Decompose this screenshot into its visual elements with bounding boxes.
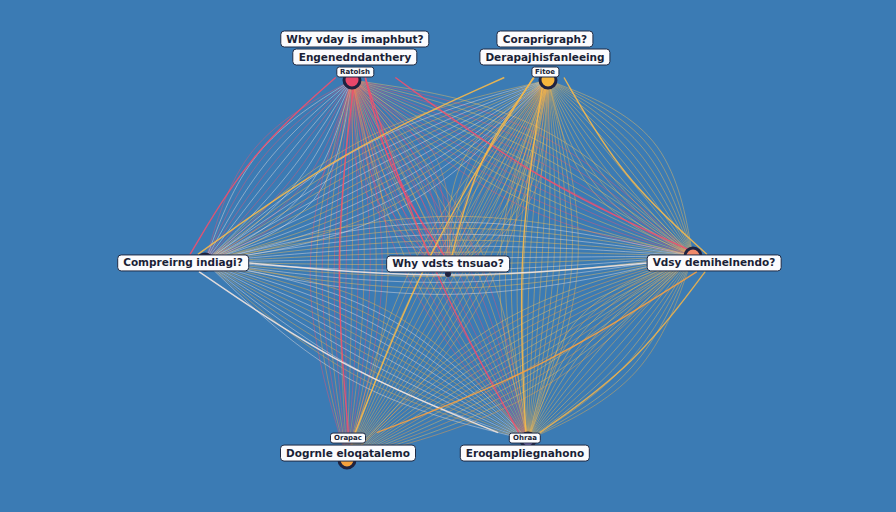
bundle-stroke <box>347 80 358 460</box>
node-label: Ohraa <box>509 433 541 444</box>
bundle-stroke <box>352 80 693 256</box>
bundle-stroke <box>352 80 693 256</box>
network-node: Coraprigraph?DerapajhisfanleeingFitoe <box>479 31 610 78</box>
bundle-stroke <box>352 80 693 256</box>
bundle-stroke <box>528 256 693 440</box>
bundle-stroke <box>347 256 693 460</box>
bundle-stroke <box>528 256 693 440</box>
node-label: Why vdsts tnsuao? <box>386 255 510 272</box>
bundle-stroke <box>528 256 693 440</box>
bundle-stroke <box>352 80 693 256</box>
edge-layer <box>190 78 707 433</box>
bundle-stroke <box>528 256 693 440</box>
bundle-stroke <box>347 256 693 460</box>
network-link <box>365 78 519 433</box>
bundle-stroke <box>528 256 693 440</box>
bundle-stroke <box>528 256 693 440</box>
bundle-stroke <box>528 80 561 440</box>
network-link <box>395 78 699 255</box>
network-node: Why vdsts tnsuao? <box>386 255 510 272</box>
bundle-stroke <box>528 256 693 440</box>
bundle-stroke <box>528 256 693 440</box>
bundle-stroke <box>505 80 548 440</box>
node-label: Coraprigraph? <box>497 31 593 48</box>
bundle-stroke <box>347 256 693 460</box>
bundle-stroke <box>347 256 693 460</box>
bundle-stroke <box>352 80 693 256</box>
node-label: Dogrnle eloqatalemo <box>280 444 416 461</box>
network-link <box>199 272 498 433</box>
bundle-stroke <box>347 256 693 460</box>
bundle-stroke <box>352 80 693 256</box>
node-label: Ratolsh <box>336 67 374 78</box>
node-label: Compreirng indiagi? <box>117 254 249 271</box>
network-node: OhraaEroqampliegnahono <box>460 433 590 462</box>
bundle-stroke <box>352 80 693 256</box>
network-link <box>339 78 354 433</box>
network-node: Why vday is imaphbut?EngenedndantheryRat… <box>280 31 429 78</box>
network-link <box>198 78 504 255</box>
bundle-stroke <box>347 256 693 460</box>
bundle-stroke <box>347 256 693 460</box>
bundle-stroke <box>352 80 693 256</box>
bundle-stroke <box>528 80 555 440</box>
bundle-stroke <box>205 256 693 282</box>
bundle-stroke <box>352 80 693 256</box>
network-link <box>564 78 707 255</box>
bundle-stroke <box>352 80 693 256</box>
bundle-stroke <box>347 256 693 460</box>
network-node: Vdsy demihelnendo? <box>647 254 782 271</box>
bundle-stroke <box>347 256 693 460</box>
bundle-stroke <box>528 256 693 440</box>
node-label: Vdsy demihelnendo? <box>647 254 782 271</box>
bundle-stroke <box>528 256 693 440</box>
bundle-stroke <box>352 80 693 256</box>
network-link <box>521 78 543 433</box>
node-label: Eroqampliegnahono <box>460 444 590 461</box>
bundle-stroke <box>347 256 693 460</box>
bundle-stroke <box>528 256 693 440</box>
network-link <box>190 78 336 255</box>
bundle-stroke <box>528 256 693 440</box>
network-link <box>377 272 697 433</box>
network-link <box>540 272 705 433</box>
bundle-stroke <box>528 256 693 440</box>
line-bundles <box>205 80 693 460</box>
bundle-stroke <box>347 256 693 460</box>
node-label: Derapajhisfanleeing <box>479 49 610 66</box>
node-label: Why vday is imaphbut? <box>280 31 429 48</box>
network-node: Compreirng indiagi? <box>117 254 249 271</box>
bundle-stroke <box>528 256 693 440</box>
bundle-stroke <box>347 256 693 460</box>
network-link <box>452 78 534 256</box>
bundle-stroke <box>352 80 693 256</box>
network-node: OrapacDogrnle eloqatalemo <box>280 433 416 462</box>
node-label: Fitoe <box>531 67 559 78</box>
bundle-stroke <box>347 256 693 460</box>
node-label: Orapac <box>330 433 366 444</box>
bundle-stroke <box>352 80 693 256</box>
hub-dots <box>197 72 701 468</box>
bundle-stroke <box>205 256 693 276</box>
bundle-stroke <box>352 80 693 256</box>
node-label: Engenedndanthery <box>293 49 418 66</box>
bundle-stroke <box>347 256 693 460</box>
